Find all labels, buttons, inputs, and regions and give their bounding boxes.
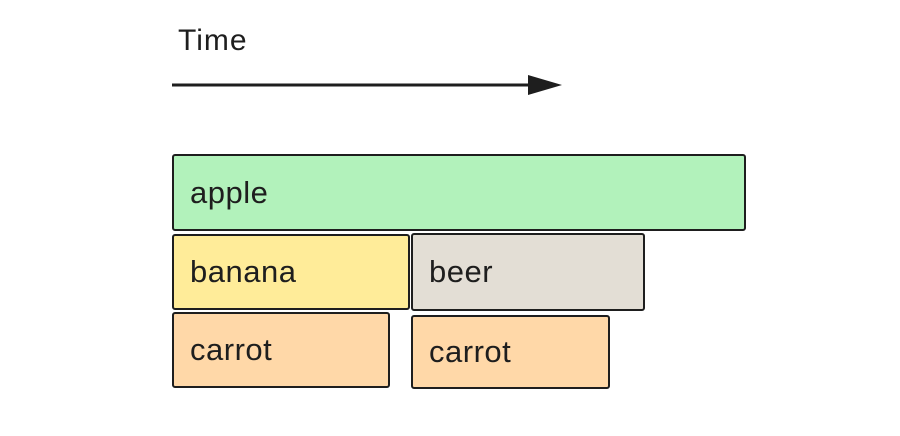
bar-label: carrot xyxy=(190,332,273,367)
bar-label: carrot xyxy=(429,334,512,369)
bar-label: banana xyxy=(190,254,297,289)
timeline-arrow xyxy=(172,75,562,95)
bar-beer: beer xyxy=(411,233,645,311)
bar-apple: apple xyxy=(172,154,746,231)
arrow-head-icon xyxy=(528,75,562,95)
bar-carrot-2: carrot xyxy=(411,315,610,389)
time-label: Time xyxy=(178,24,248,57)
bar-banana: banana xyxy=(172,234,410,310)
bar-label: beer xyxy=(429,254,494,289)
bar-label: apple xyxy=(190,174,269,210)
bar-carrot-1: carrot xyxy=(172,312,390,388)
